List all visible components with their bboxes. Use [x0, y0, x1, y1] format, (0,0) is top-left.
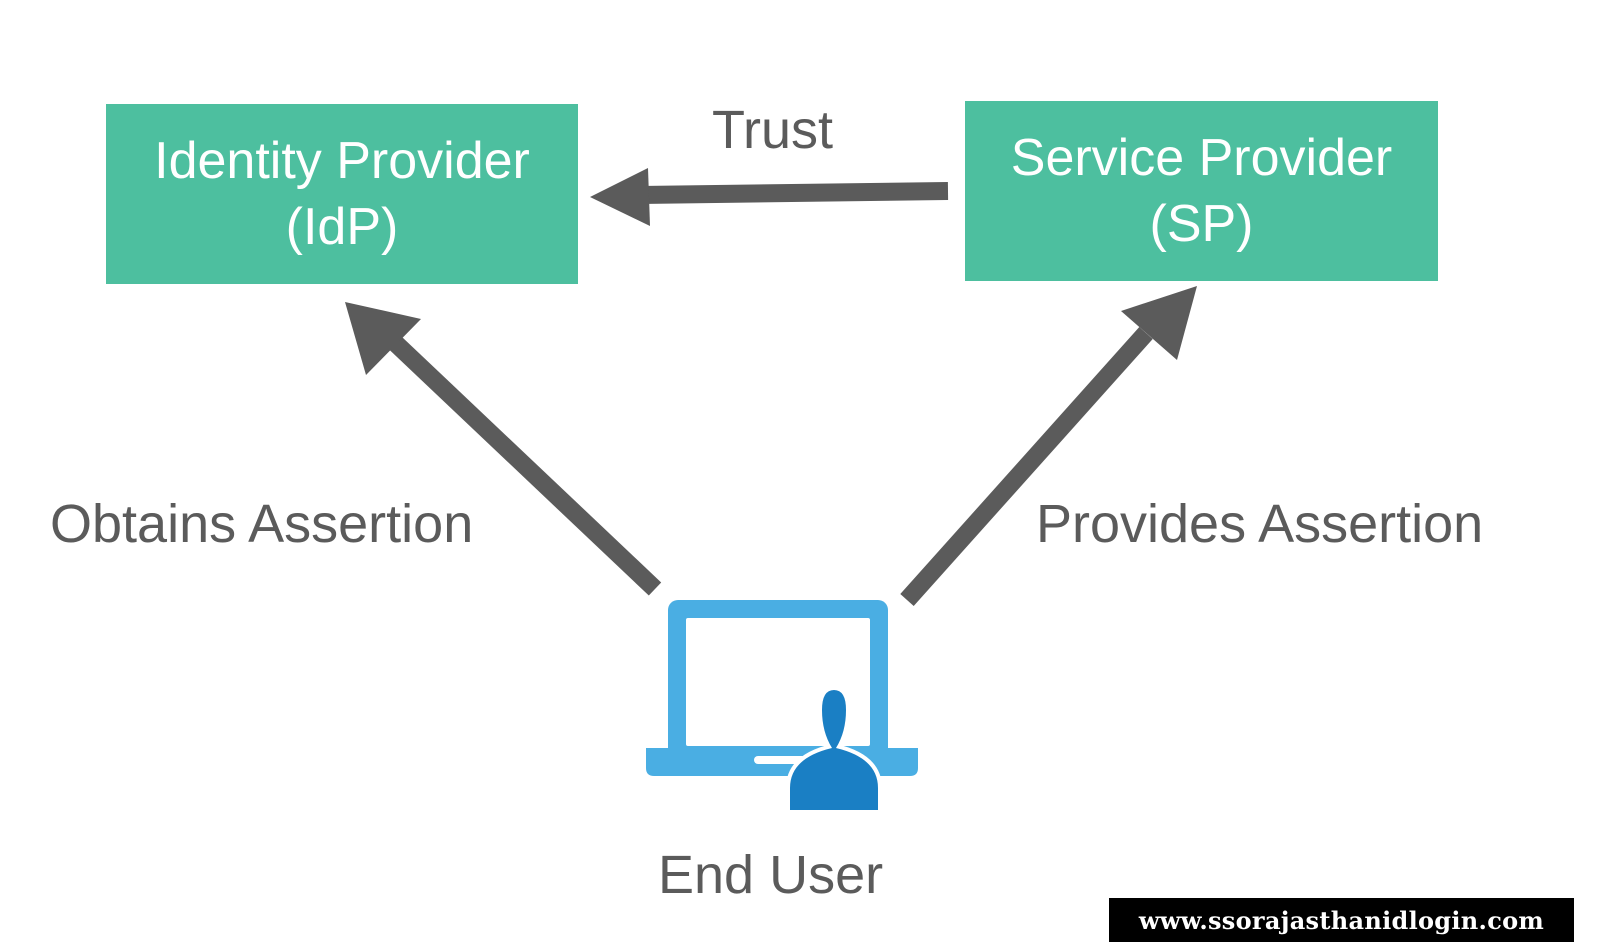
sp-title: Service Provider [1010, 129, 1393, 187]
trust-label: Trust [712, 100, 833, 160]
laptop-icon [646, 600, 918, 776]
watermark-banner: www.ssorajasthanidlogin.com [1109, 898, 1574, 942]
obtains-assertion-label: Obtains Assertion [50, 494, 474, 554]
provides-assertion-label: Provides Assertion [1036, 494, 1484, 554]
end-user-label: End User [658, 845, 884, 905]
end-user-illustration [646, 600, 918, 814]
provides-arrow [900, 286, 1197, 607]
obtains-arrow [345, 302, 662, 596]
sp-abbrev: (SP) [1149, 195, 1254, 253]
idp-abbrev: (IdP) [285, 198, 399, 256]
person-icon [786, 686, 882, 814]
trust-arrow [590, 168, 949, 226]
service-provider-box: Service Provider (SP) [965, 101, 1438, 281]
identity-provider-box: Identity Provider (IdP) [106, 104, 578, 284]
idp-title: Identity Provider [154, 132, 530, 190]
